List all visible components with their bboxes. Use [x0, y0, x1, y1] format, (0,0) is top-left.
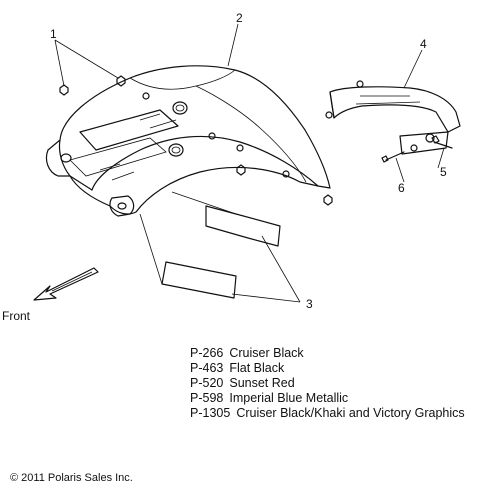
callout-5: 5 — [440, 165, 447, 179]
front-direction-arrow — [33, 267, 99, 301]
copyright-notice: © 2011 Polaris Sales Inc. — [10, 472, 133, 484]
bolt-hardware — [381, 135, 453, 163]
fender-decals — [161, 205, 281, 299]
callout-3: 3 — [306, 297, 313, 311]
callout-4: 4 — [420, 37, 427, 51]
callout-6: 6 — [398, 181, 405, 195]
nut-hardware — [59, 75, 333, 206]
fender-bracket — [325, 80, 461, 155]
leader-lines — [54, 23, 445, 303]
callout-2: 2 — [236, 11, 243, 25]
callout-1: 1 — [50, 27, 57, 41]
rear-fender — [45, 65, 331, 217]
front-label: Front — [2, 309, 31, 323]
